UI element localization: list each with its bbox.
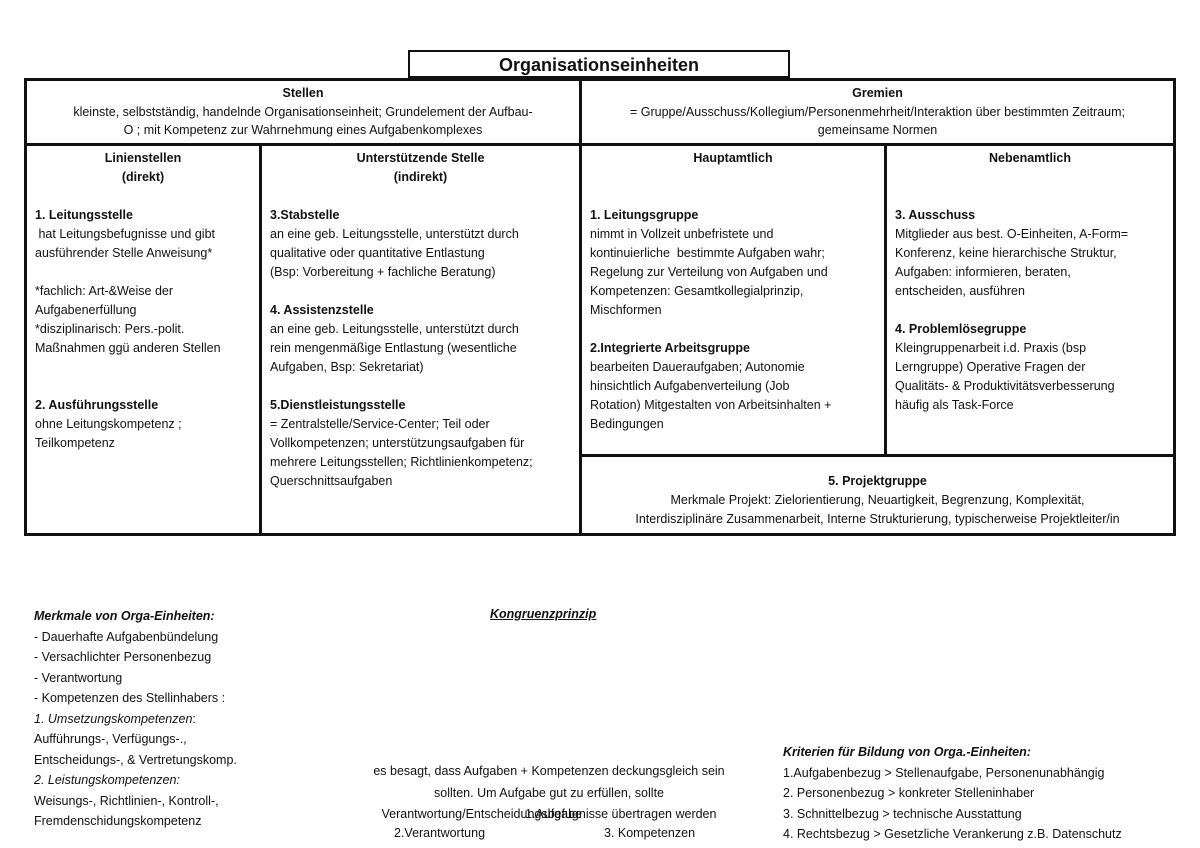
leitungsgruppe-title: 1. Leitungsgruppe (590, 208, 699, 222)
text-line: kontinuierliche bestimmte Aufgaben wahr; (590, 246, 825, 260)
unter-subheading: (indirekt) (393, 170, 448, 184)
text-line: : (192, 711, 196, 726)
text-line: häufig als Task-Force (895, 398, 1014, 412)
text-line: 3. Kompetenzen (604, 826, 696, 840)
linienstellen-box: Linienstellen (direkt) 1. Leitungsstelle… (24, 143, 262, 536)
text-line: 2.Verantwortung (394, 826, 486, 840)
text-line: qualitative oder quantitative Entlastung (270, 246, 485, 260)
leitungsstelle-title: 1. Leitungsstelle (35, 208, 133, 222)
text-line: an eine geb. Leitungsstelle, unterstützt… (270, 227, 519, 241)
text-line: bearbeiten Daueraufgaben; Autonomie (590, 360, 805, 374)
text-line: (Bsp: Vorbereitung + fachliche Beratung) (270, 265, 496, 279)
text-line: Verantwortung/Entscheidungsbefugnisse üb… (381, 807, 717, 821)
text-line: 1.Aufgabenbezug > Stellenaufgabe, Person… (783, 765, 1105, 780)
projektgruppe-title: 5. Projektgruppe (828, 474, 927, 488)
text-line: Qualitäts- & Produktivitätsverbesserung (895, 379, 1115, 393)
text-line: Kompetenzen: Gesamtkollegialprinzip, (590, 284, 804, 298)
projektgruppe-box: 5. Projektgruppe Merkmale Projekt: Zielo… (579, 455, 1176, 536)
text-line: Aufgabenerfüllung (35, 303, 137, 317)
text-line: - Versachlichter Personenbezug (34, 650, 212, 664)
text-line: Mischformen (590, 303, 662, 317)
text-line: ohne Leitungskompetenz ; (35, 417, 182, 431)
text-line: 2. Leistungskompetenzen: (34, 773, 180, 787)
text-line: Teilkompetenz (35, 436, 115, 450)
text-line: 1.Aufgabe (525, 807, 582, 821)
text-line: Regelung zur Verteilung von Aufgaben und (590, 265, 828, 279)
text-line: Rotation) Mitgestalten von Arbeitsinhalt… (590, 398, 832, 412)
page-title: Organisationseinheiten (408, 50, 790, 78)
text-line: an eine geb. Leitungsstelle, unterstützt… (270, 322, 519, 336)
text-line: rein mengenmäßige Entlastung (wesentlich… (270, 341, 517, 355)
nebenamtlich-box: Nebenamtlich 3. Ausschuss Mitglieder aus… (884, 143, 1176, 457)
kriterien-section: Kriterien für Bildung von Orga.-Einheite… (783, 742, 1183, 845)
text-line: Vollkompetenzen; unterstützungsaufgaben … (270, 436, 525, 450)
text-line: 4. Rechtsbezug > Gesetzliche Verankerung… (783, 827, 1122, 841)
problemloesegruppe-title: 4. Problemlösegruppe (895, 322, 1027, 336)
stellen-box: Stellen kleinste, selbstständig, handeln… (24, 78, 582, 146)
text-line: nimmt in Vollzeit unbefristete und (590, 227, 774, 241)
text-line: Weisungs-, Richtlinien-, Kontroll-, (34, 793, 219, 808)
gremien-desc-2: gemeinsame Normen (817, 123, 938, 137)
text-line: entscheiden, ausführen (895, 284, 1025, 298)
gremien-desc-1: = Gruppe/Ausschuss/Kollegium/Personenmeh… (629, 104, 1126, 119)
unter-heading: Unterstützende Stelle (356, 151, 485, 165)
text-line: Lerngruppe) Operative Fragen der (895, 360, 1086, 374)
linien-heading: Linienstellen (104, 151, 182, 165)
text-line: Bedingungen (590, 417, 664, 431)
merkmale-title: Merkmale von Orga-Einheiten: (34, 609, 215, 623)
text-line: *fachlich: Art-&Weise der (35, 284, 174, 298)
text-line: Fremdenschidungskompetenz (34, 814, 202, 828)
text-line: mehrere Leitungsstellen; Richtlinienkomp… (270, 455, 533, 469)
text-line: Maßnahmen ggü anderen Stellen (35, 341, 221, 355)
text-line: Aufgaben, Bsp: Sekretariat) (270, 360, 424, 374)
unterstuetzende-stelle-box: Unterstützende Stelle (indirekt) 3.Stabs… (259, 143, 582, 536)
text-line: Interdisziplinäre Zusammenarbeit, Intern… (635, 512, 1120, 526)
integrierte-arbeitsgruppe-title: 2.Integrierte Arbeitsgruppe (590, 341, 750, 355)
text-line: = Zentralstelle/Service-Center; Teil ode… (270, 417, 490, 431)
ausschuss-title: 3. Ausschuss (895, 208, 976, 222)
stabstelle-title: 3.Stabstelle (270, 208, 340, 222)
ausfuehrungsstelle-title: 2. Ausführungsstelle (35, 398, 159, 412)
dienstleistungsstelle-title: 5.Dienstleistungsstelle (270, 398, 406, 412)
stellen-desc-1: kleinste, selbstständig, handelnde Organ… (73, 104, 533, 119)
stellen-desc-2: O ; mit Kompetenz zur Wahrnehmung eines … (123, 123, 483, 137)
text-line: *disziplinarisch: Pers.-polit. (35, 322, 185, 336)
assistenzstelle-title: 4. Assistenzstelle (270, 303, 374, 317)
kriterien-title: Kriterien für Bildung von Orga.-Einheite… (783, 745, 1031, 759)
text-line: Mitglieder aus best. O-Einheiten, A-Form… (895, 227, 1129, 241)
text-line: - Verantwortung (34, 670, 123, 685)
text-line: 1. Umsetzungskompetenzen (34, 711, 193, 726)
text-line: Aufführungs-, Verfügungs-., (34, 732, 187, 746)
gremien-box: Gremien = Gruppe/Ausschuss/Kollegium/Per… (579, 78, 1176, 146)
stellen-heading: Stellen (282, 86, 324, 100)
merkmale-section: Merkmale von Orga-Einheiten: - Dauerhaft… (34, 606, 364, 832)
text-line: - Kompetenzen des Stellinhabers : (34, 691, 226, 705)
gremien-heading: Gremien (852, 86, 903, 100)
text-line: Kleingruppenarbeit i.d. Praxis (bsp (895, 341, 1087, 355)
text-line: ausführender Stelle Anweisung* (35, 246, 213, 260)
text-line: hat Leitungsbefugnisse und gibt (35, 227, 215, 241)
text-line: Aufgaben: informieren, beraten, (895, 265, 1071, 279)
text-line: hinsichtlich Aufgabenverteilung (Job (590, 379, 790, 393)
text-line: 3. Schnittelbezug > technische Ausstattu… (783, 806, 1022, 821)
text-line: Merkmale Projekt: Zielorientierung, Neua… (670, 493, 1085, 507)
text-line: sollten. Um Aufgabe gut zu erfüllen, sol… (434, 786, 664, 800)
text-line: Entscheidungs-, & Vertretungskomp. (34, 752, 237, 767)
text-line: Konferenz, keine hierarchische Struktur, (895, 246, 1117, 260)
kongruenz-title: Kongruenzprinzip (490, 607, 597, 621)
text-line: Querschnittsaufgaben (270, 474, 393, 488)
haupt-heading: Hauptamtlich (693, 151, 773, 165)
hauptamtlich-box: Hauptamtlich 1. Leitungsgruppe nimmt in … (579, 143, 887, 457)
linien-subheading: (direkt) (121, 170, 165, 184)
text-line: - Dauerhafte Aufgabenbündelung (34, 629, 219, 644)
neben-heading: Nebenamtlich (989, 151, 1071, 165)
text-line: es besagt, dass Aufgaben + Kompetenzen d… (373, 764, 725, 778)
text-line: 2. Personenbezug > konkreter Stelleninha… (783, 786, 1035, 800)
